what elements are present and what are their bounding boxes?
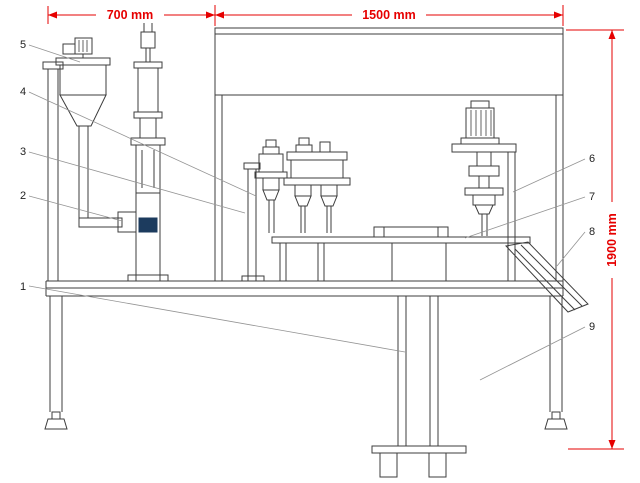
capping-chuck xyxy=(474,204,494,215)
agitator-motor xyxy=(74,37,93,55)
air-cylinder xyxy=(137,67,159,113)
part-labels: 1 2 3 4 5 6 7 8 9 xyxy=(20,39,595,333)
capping-station xyxy=(451,100,517,281)
piston-doser-assembly xyxy=(117,17,169,282)
filling-head-plate xyxy=(286,151,348,161)
agitator-gearbox xyxy=(62,43,76,55)
left-foot xyxy=(44,418,68,430)
part-label-4: 4 xyxy=(20,86,26,98)
pedestal-foot-left xyxy=(379,452,398,478)
part-label-8: 8 xyxy=(589,226,595,238)
right-foot xyxy=(544,418,568,430)
discharge-chute xyxy=(505,241,589,313)
hopper-assembly xyxy=(55,37,123,228)
pedestal-foot-right xyxy=(428,452,447,478)
feed-valve-block xyxy=(117,211,137,233)
bench-legs xyxy=(44,296,568,430)
arrowhead xyxy=(206,11,215,19)
part-label-7: 7 xyxy=(589,191,595,203)
table-plate xyxy=(271,236,531,244)
arrowhead xyxy=(608,440,616,449)
center-pedestal xyxy=(371,296,467,478)
table-hub xyxy=(373,226,449,238)
arrowhead xyxy=(608,30,616,39)
filling-head-left xyxy=(258,153,284,173)
rotary-table xyxy=(271,226,531,282)
leader-lines xyxy=(28,44,586,381)
hopper-cone xyxy=(59,94,107,127)
hopper-support-post xyxy=(42,61,64,281)
filling-station xyxy=(241,137,351,282)
capping-bracket-plate xyxy=(451,143,517,153)
hopper-body xyxy=(59,64,107,96)
hopper-lid xyxy=(55,57,111,66)
arrowhead xyxy=(554,11,563,19)
feed-pipe-elbow xyxy=(78,217,123,228)
part-label-2: 2 xyxy=(20,190,26,202)
part-label-3: 3 xyxy=(20,146,26,158)
part-label-1: 1 xyxy=(20,281,26,293)
part-label-6: 6 xyxy=(589,153,595,165)
part-label-9: 9 xyxy=(589,321,595,333)
filling-head-body xyxy=(290,159,344,179)
dimension-label-1900mm: 1900 mm xyxy=(605,213,619,267)
arrowhead xyxy=(215,11,224,19)
dimension-label-700mm: 700 mm xyxy=(107,8,154,22)
dimension-annotations: 700 mm 1500 mm 1900 mm xyxy=(47,5,624,450)
arrowhead xyxy=(48,11,57,19)
machine-frame xyxy=(214,27,564,281)
pump-block xyxy=(138,217,158,233)
part-label-5: 5 xyxy=(20,39,26,51)
capping-motor xyxy=(465,107,495,139)
dimension-label-1500mm: 1500 mm xyxy=(362,8,416,22)
bench-table xyxy=(45,280,564,297)
